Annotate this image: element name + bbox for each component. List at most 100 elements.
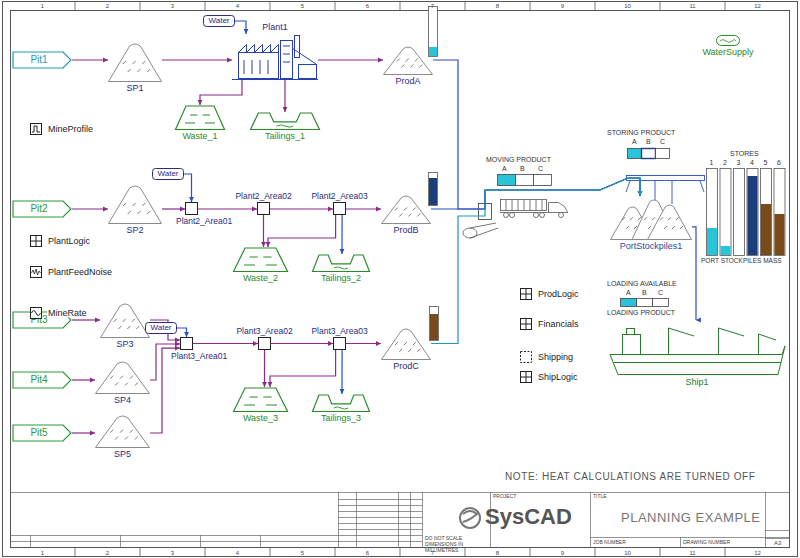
arrowhead <box>266 242 271 247</box>
indicator-bar-part <box>642 149 656 159</box>
stream-connector <box>162 58 232 63</box>
stream-connector <box>72 58 108 63</box>
arrowhead <box>175 342 180 347</box>
grid-reference: 10 <box>624 550 631 556</box>
annotation-label: 2 <box>723 159 727 166</box>
model-icon-shape <box>520 351 532 363</box>
arrowhead <box>261 242 266 247</box>
stream-connector <box>235 21 248 34</box>
annotation-label: LOADING PRODUCT <box>607 309 675 316</box>
grid-reference: 4 <box>236 550 239 556</box>
grid-reference: 12 <box>754 550 761 556</box>
model-icon: PlantFeedNoise <box>30 266 42 278</box>
arrowhead <box>90 378 95 383</box>
stream-connector <box>72 431 95 436</box>
stream-connector <box>271 341 333 346</box>
node-label: ShipLogic <box>537 373 579 382</box>
title-block-part <box>338 511 422 512</box>
title-block-part <box>338 492 339 548</box>
truck-part <box>524 200 525 210</box>
stream-line <box>150 348 180 433</box>
plant-shape <box>232 34 318 80</box>
truck-part <box>512 200 513 210</box>
grid-tick-part <box>400 2 401 10</box>
stream-connector <box>162 207 185 212</box>
node-label: Plant2_Area02 <box>234 192 292 201</box>
annotation-label: 6 <box>777 159 781 166</box>
grid-tick-part <box>725 548 726 556</box>
pit-feeder: Pit1 <box>12 51 72 69</box>
node-label: Financials <box>537 320 580 329</box>
indicator-bar-part <box>628 149 642 159</box>
stream-connector <box>198 207 257 212</box>
stores-bar-chart-part <box>748 176 758 255</box>
pit-feeder: Pit5 <box>12 424 72 442</box>
tailings-dam-shape <box>312 254 370 272</box>
plant-area-unit-shape <box>333 337 346 350</box>
level-gauge-part <box>429 7 438 57</box>
node-label: WaterSupply <box>701 48 754 57</box>
title-block-part <box>200 535 201 548</box>
level-gauge-part <box>429 178 437 205</box>
stream-connector <box>431 178 642 209</box>
waste-dump-shape <box>233 387 288 412</box>
plant-area-unit-shape <box>257 202 270 215</box>
grid-reference: 1 <box>41 3 44 9</box>
arrowhead <box>268 382 273 387</box>
plant-area-unit-shape <box>180 337 193 350</box>
grid-tick-part <box>205 2 206 10</box>
indicator-bar-part <box>498 175 516 186</box>
truck-part <box>501 200 547 211</box>
tripper-conveyor-part <box>655 181 656 200</box>
stores-bar-chart-part <box>747 169 758 256</box>
grid-tick-part <box>465 548 466 556</box>
title-block-part <box>398 492 399 548</box>
title-block-part <box>10 492 790 493</box>
tripper-conveyor <box>626 176 705 205</box>
plant-area-unit: Plant3_Area03 <box>333 337 346 350</box>
stockpile-shape <box>95 414 150 448</box>
annotation-label: 5 <box>764 159 768 166</box>
stream-line <box>268 215 336 247</box>
arrowhead <box>189 197 194 202</box>
node-label: ProdLogic <box>537 290 580 299</box>
product-stockpile-shape <box>381 194 431 224</box>
grid-tick-part <box>140 2 141 10</box>
stockpile: SP5 <box>95 414 150 448</box>
stores-bar-chart-part <box>720 169 731 256</box>
title-block-part <box>260 535 261 548</box>
syscad-logo-part <box>463 511 477 522</box>
product-stockpile-shape <box>383 45 433 75</box>
node-label: Water <box>150 324 171 332</box>
arrowhead <box>90 431 95 436</box>
grid-tick-part <box>530 548 531 556</box>
level-gauge-part <box>430 314 438 340</box>
grid-tick-part <box>270 548 271 556</box>
water-feeder: Water <box>145 322 177 334</box>
arrowhead <box>95 318 100 323</box>
stream-connector <box>270 207 333 212</box>
truck-part <box>510 213 515 218</box>
level-gauge-part <box>430 307 439 341</box>
title-block-part <box>120 535 121 548</box>
stream-line <box>162 59 232 60</box>
truck-part <box>518 200 519 210</box>
annotation-label: 3 <box>737 159 741 166</box>
ship: Ship1 <box>608 320 786 376</box>
model-icon: MineRate <box>30 307 42 319</box>
truck-part <box>542 200 543 210</box>
annotation-label: LOADING AVAILABLE <box>607 280 677 287</box>
node-label: Waste_2 <box>242 274 279 283</box>
plant-area-unit: Plant3_Area02 <box>258 337 271 350</box>
grid-tick-part <box>595 548 596 556</box>
grid-reference: 11 <box>689 3 695 9</box>
stream-connector <box>283 80 288 112</box>
node-label: Plant2_Area03 <box>310 192 368 201</box>
model-icon: Financials <box>520 318 532 330</box>
stockpile: SP3 <box>100 302 150 338</box>
annotation-label: C <box>538 165 543 172</box>
arrowhead <box>180 207 185 212</box>
stockpile: SP4 <box>95 360 150 394</box>
grid-reference: 9 <box>561 3 564 9</box>
stream-line <box>150 344 180 380</box>
